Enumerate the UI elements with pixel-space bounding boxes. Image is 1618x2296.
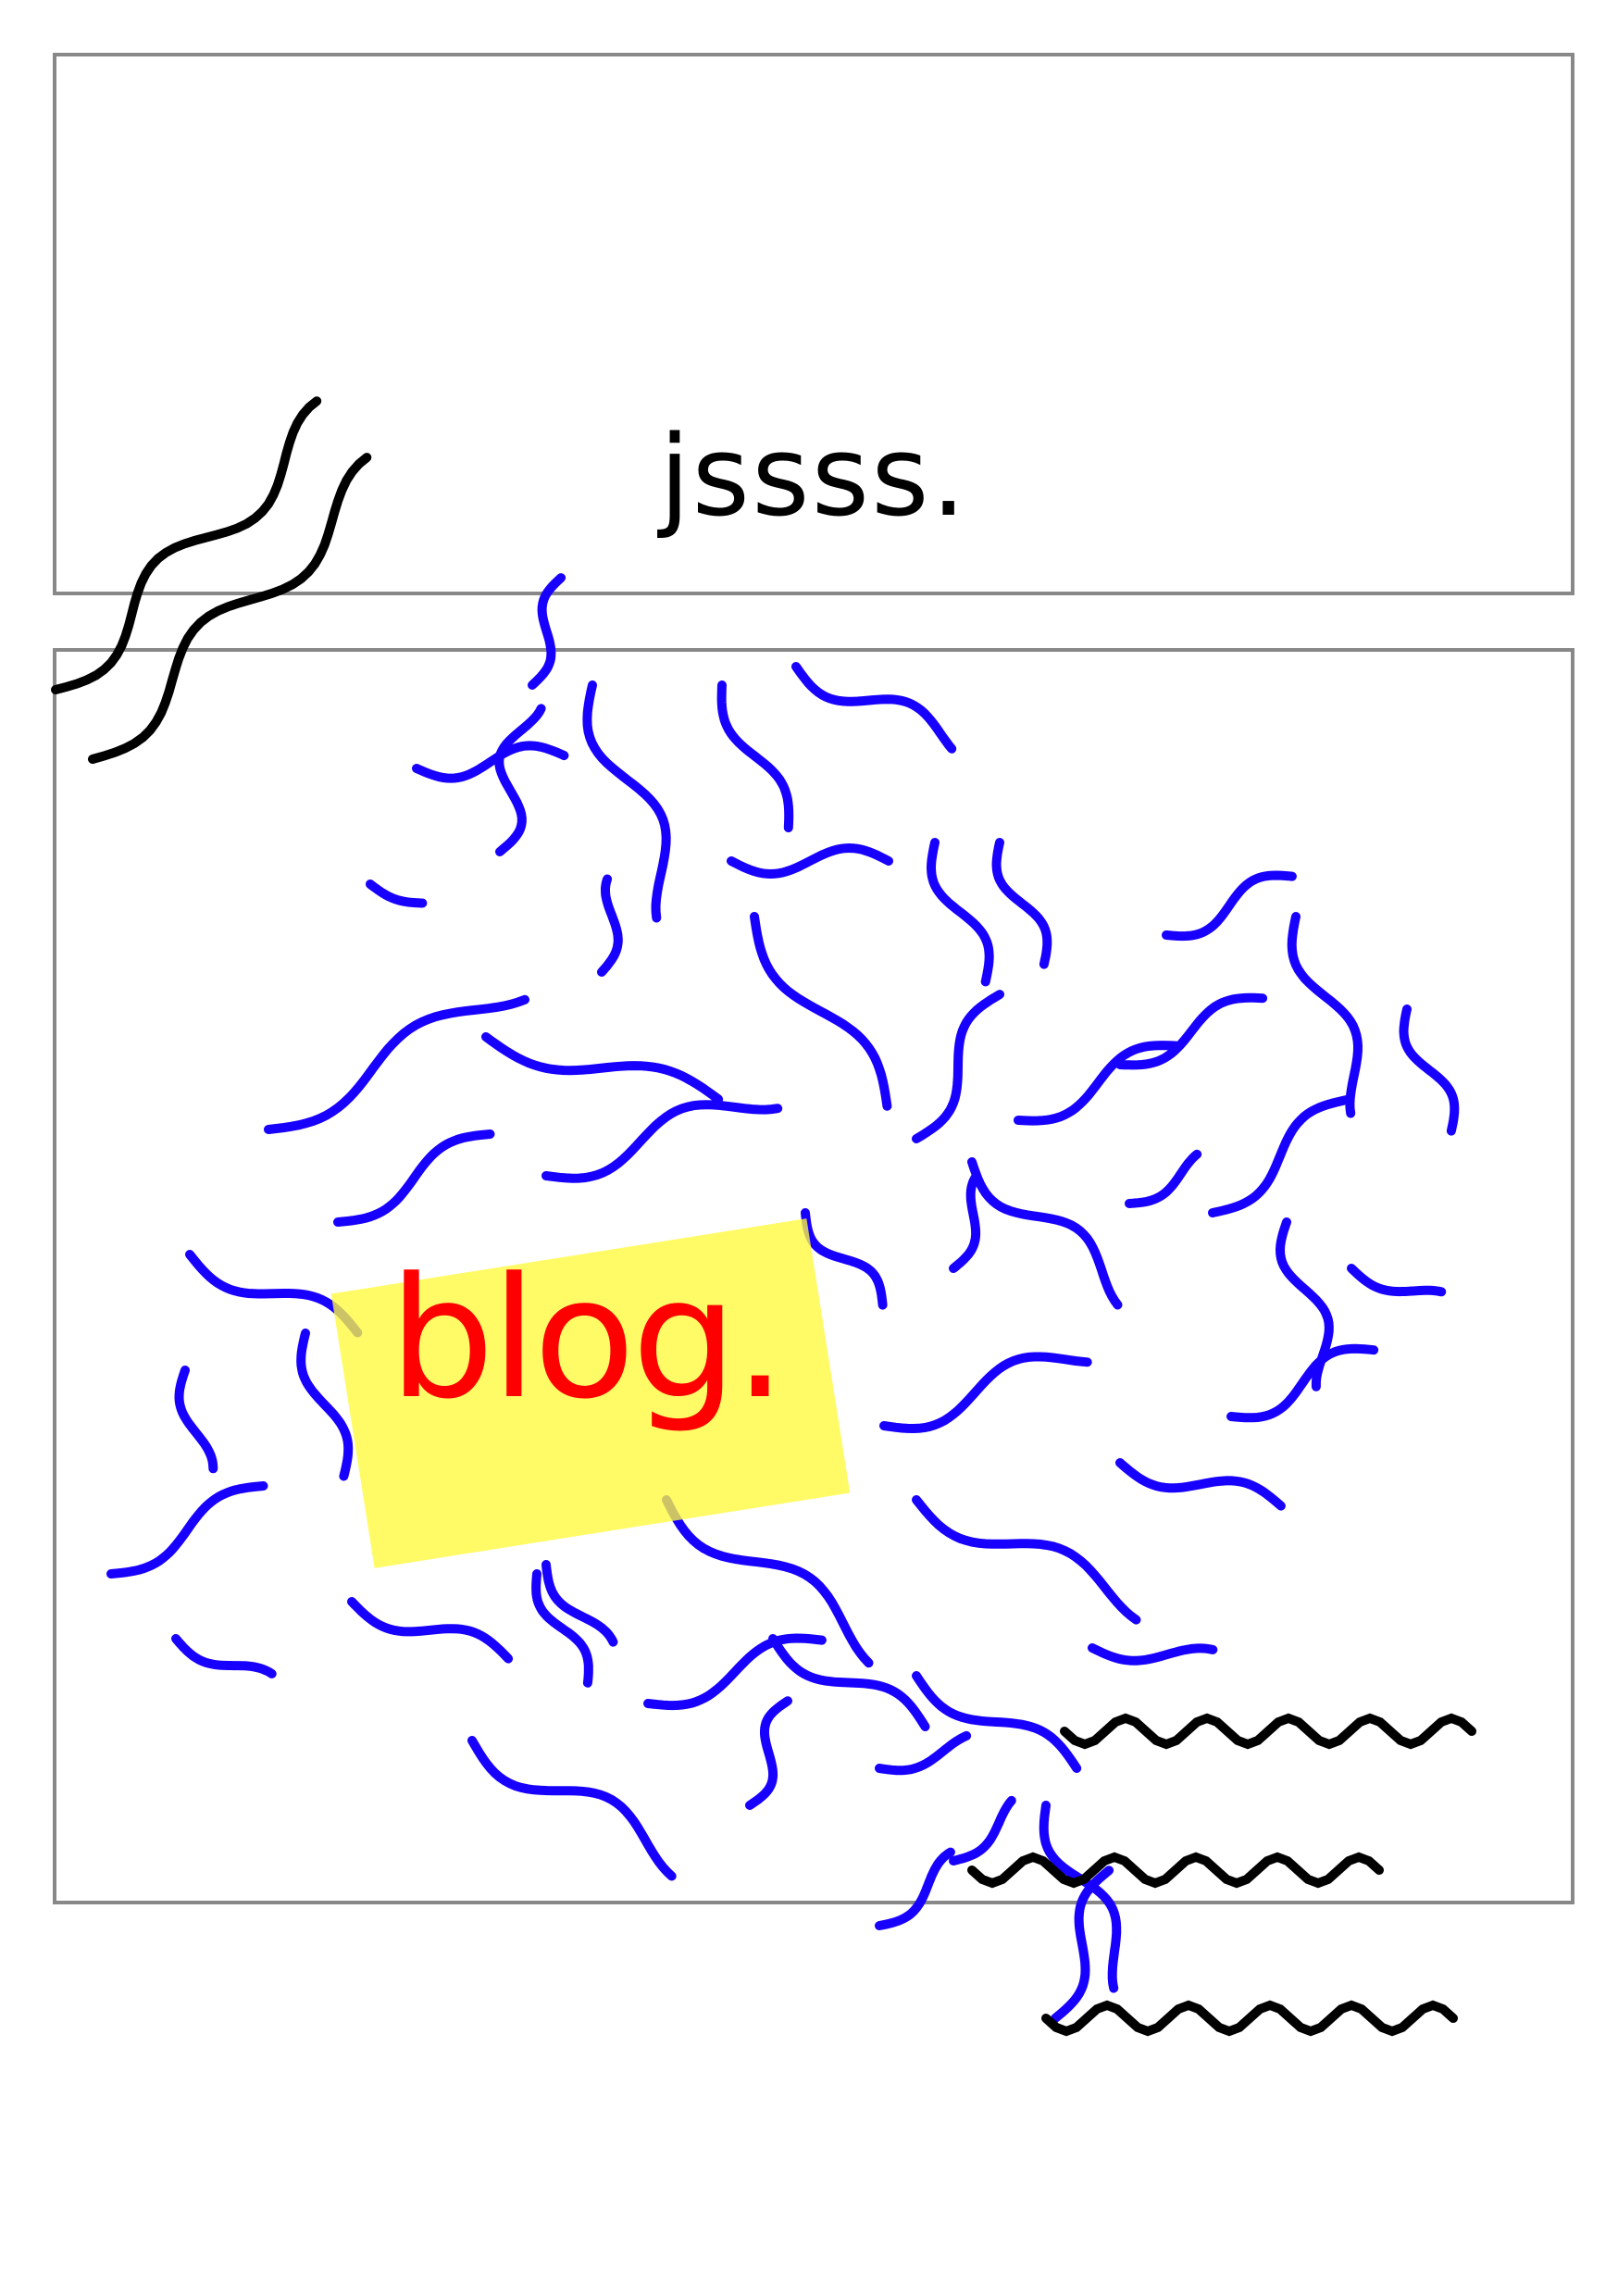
- blue-squiggle: [1051, 1866, 1114, 2023]
- blue-squiggle: [1039, 1801, 1122, 1993]
- blue-squiggle: [1208, 1094, 1352, 1217]
- blue-squiggle: [1347, 1264, 1447, 1297]
- blue-squiggle: [541, 1560, 618, 1647]
- blue-squiggle: [912, 1495, 1141, 1625]
- blue-squiggle: [991, 838, 1052, 969]
- blue-squiggle: [1226, 1343, 1379, 1423]
- black-squiggle: [88, 453, 372, 764]
- blue-squiggle: [1014, 1041, 1183, 1126]
- blue-squiggle: [1125, 1149, 1202, 1208]
- blue-squiggle: [1115, 992, 1268, 1070]
- header-frame: jssss.: [53, 53, 1574, 595]
- blue-squiggle: [1115, 1458, 1286, 1511]
- blue-squiggle: [494, 704, 546, 856]
- blue-squiggle: [412, 741, 569, 783]
- blue-squiggle: [528, 573, 566, 690]
- blue-squiggle: [875, 1730, 972, 1776]
- blue-squiggle: [467, 1736, 677, 1881]
- blue-squiggle: [541, 1100, 783, 1183]
- blue-squiggle: [949, 1795, 1016, 1866]
- blue-squiggle-pattern: [106, 573, 1460, 2023]
- black-squiggle: [1060, 1713, 1476, 1750]
- blue-squiggle: [967, 1157, 1123, 1310]
- blue-squiggle: [1162, 870, 1297, 942]
- black-squiggle: [1041, 2000, 1458, 2037]
- blue-squiggle: [768, 1634, 930, 1731]
- black-squiggle-accents: [51, 396, 1476, 2037]
- blue-squiggle: [264, 994, 529, 1134]
- blue-squiggle: [347, 1597, 514, 1664]
- blue-squiggle: [643, 1633, 827, 1711]
- black-squiggle: [967, 1852, 1384, 1889]
- blue-squiggle: [333, 1129, 495, 1227]
- blue-squiggle: [801, 1208, 888, 1310]
- blue-squiggle: [106, 1481, 268, 1578]
- blue-squiggle: [174, 1366, 218, 1474]
- blue-squiggle: [296, 1329, 354, 1481]
- blue-squiggle: [1287, 912, 1363, 1118]
- blue-squiggle: [481, 1032, 724, 1104]
- blue-squiggle: [171, 1634, 277, 1678]
- black-squiggle: [51, 396, 322, 694]
- blog-link[interactable]: blog.: [389, 1242, 787, 1436]
- blue-squiggle: [949, 1173, 981, 1273]
- blue-squiggle: [1088, 1643, 1218, 1666]
- site-title[interactable]: jssss.: [659, 413, 968, 542]
- blue-squiggle: [879, 1352, 1092, 1434]
- blue-squiggle: [791, 662, 957, 754]
- blue-squiggle: [597, 874, 623, 977]
- content-frame: [53, 648, 1574, 1904]
- blue-squiggle: [745, 1696, 792, 1810]
- blue-squiggle: [912, 1671, 1082, 1773]
- blue-squiggle: [750, 912, 892, 1111]
- blue-squiggle: [1399, 1004, 1460, 1136]
- blue-squiggle: [727, 842, 893, 880]
- blue-squiggle: [875, 1847, 955, 1930]
- blue-squiggle: [926, 838, 994, 987]
- blue-squiggle: [366, 880, 428, 908]
- blue-squiggle: [912, 990, 1004, 1143]
- blue-squiggle: [531, 1569, 593, 1688]
- blue-squiggle: [662, 1495, 874, 1668]
- blue-squiggle: [582, 680, 671, 923]
- blue-squiggle: [716, 680, 794, 833]
